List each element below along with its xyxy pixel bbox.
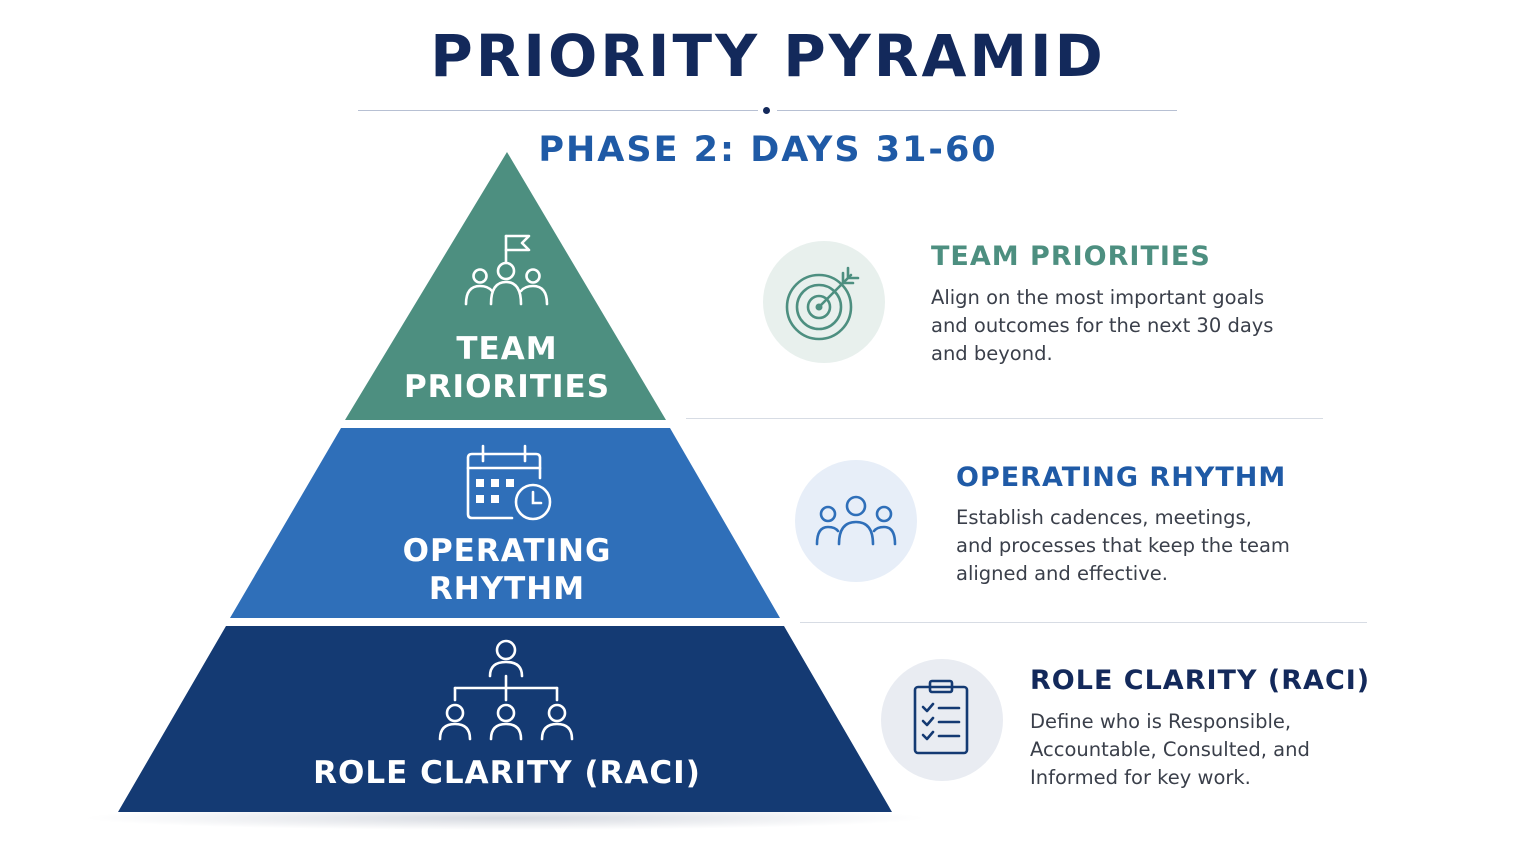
calendar-clock-icon bbox=[466, 444, 552, 521]
team-icon-circle bbox=[795, 460, 917, 582]
item-desc-line: aligned and effective. bbox=[956, 562, 1168, 585]
tier-middle-label: OPERATING RHYTHM bbox=[357, 532, 657, 608]
item-desc-line: Align on the most important goals bbox=[931, 286, 1265, 309]
item-title-team-priorities: TEAM PRIORITIES bbox=[931, 241, 1211, 272]
item-desc-line: Accountable, Consulted, and bbox=[1030, 738, 1310, 761]
item-desc-line: Establish cadences, meetings, bbox=[956, 506, 1252, 529]
item-divider-2 bbox=[800, 622, 1367, 623]
item-desc-team-priorities: Align on the most important goals and ou… bbox=[931, 284, 1291, 368]
tier-top-label: TEAM PRIORITIES bbox=[357, 330, 657, 406]
target-icon bbox=[785, 266, 860, 341]
item-desc-operating-rhythm: Establish cadences, meetings, and proces… bbox=[956, 504, 1316, 588]
page-subtitle: PHASE 2: DAYS 31-60 bbox=[538, 130, 998, 170]
item-desc-line: and processes that keep the team bbox=[956, 534, 1290, 557]
clipboard-checklist-icon bbox=[913, 679, 969, 755]
item-title-role-clarity: ROLE CLARITY (RACI) bbox=[1030, 665, 1371, 696]
org-chart-icon bbox=[438, 639, 574, 741]
item-desc-role-clarity: Define who is Responsible, Accountable, … bbox=[1030, 708, 1390, 792]
item-desc-line: Define who is Responsible, bbox=[1030, 710, 1292, 733]
tier-top-shape bbox=[345, 152, 666, 420]
tier-middle-label-line1: OPERATING bbox=[402, 533, 612, 569]
item-divider-1 bbox=[686, 418, 1323, 419]
title-divider-dot bbox=[763, 107, 770, 114]
tier-top-label-line1: TEAM bbox=[456, 331, 558, 367]
target-icon-circle bbox=[763, 241, 885, 363]
page-title: PRIORITY PYRAMID bbox=[430, 22, 1106, 90]
tier-bottom-label: ROLE CLARITY (RACI) bbox=[257, 754, 757, 792]
tier-top-label-line2: PRIORITIES bbox=[403, 369, 611, 405]
team-flag-icon bbox=[464, 234, 549, 306]
clipboard-icon-circle bbox=[881, 659, 1003, 781]
item-title-operating-rhythm: OPERATING RHYTHM bbox=[956, 462, 1287, 493]
tier-middle-shape bbox=[230, 428, 780, 618]
title-divider-right bbox=[777, 110, 1177, 111]
item-desc-line: and outcomes for the next 30 days bbox=[931, 314, 1274, 337]
tier-bottom-shape bbox=[118, 626, 892, 812]
title-divider-left bbox=[358, 110, 758, 111]
item-desc-line: Informed for key work. bbox=[1030, 766, 1251, 789]
team-icon bbox=[815, 495, 897, 546]
item-desc-line: and beyond. bbox=[931, 342, 1053, 365]
tier-middle-label-line2: RHYTHM bbox=[428, 571, 586, 607]
tier-bottom-label-line1: ROLE CLARITY (RACI) bbox=[313, 755, 701, 791]
